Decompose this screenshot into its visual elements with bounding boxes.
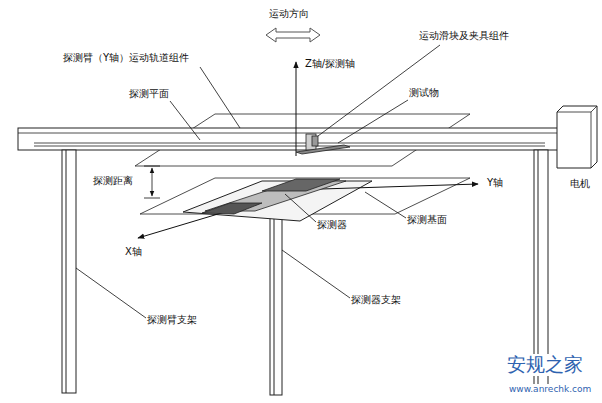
dimension-label: 探测距离: [92, 175, 134, 187]
direction-label: 运动方向: [268, 8, 310, 20]
part-label: 探测臂（Y轴）运动轨道组件: [62, 52, 190, 64]
part-label: 探测器支架: [350, 294, 402, 306]
rail-assembly: [18, 128, 558, 150]
part-label: 探测器: [316, 219, 348, 231]
z-axis: [296, 62, 297, 156]
motion-arrow: [266, 28, 320, 42]
arm-support: [62, 150, 548, 393]
distance-dimension: [144, 166, 160, 198]
detector: [202, 179, 346, 214]
part-label: 运动滑块及夹具组件: [418, 30, 510, 42]
part-label: 电机: [569, 178, 591, 190]
part-label: 探测平面: [128, 88, 170, 100]
part-label: 测试物: [408, 87, 440, 99]
slider-fixture: [296, 134, 350, 154]
leader-lines: [76, 45, 440, 318]
part-label: 探测基面: [406, 214, 448, 226]
watermark: 安规之家: [506, 354, 584, 376]
detector-support: [270, 214, 282, 395]
axis-label: Y轴: [486, 177, 504, 189]
watermark: www.anrechk.com: [508, 384, 592, 394]
motor: [557, 106, 597, 168]
part-label: 探测臂支架: [146, 314, 198, 326]
axis-label: X轴: [124, 246, 143, 258]
axis-label: Z轴/探测轴: [304, 58, 356, 70]
